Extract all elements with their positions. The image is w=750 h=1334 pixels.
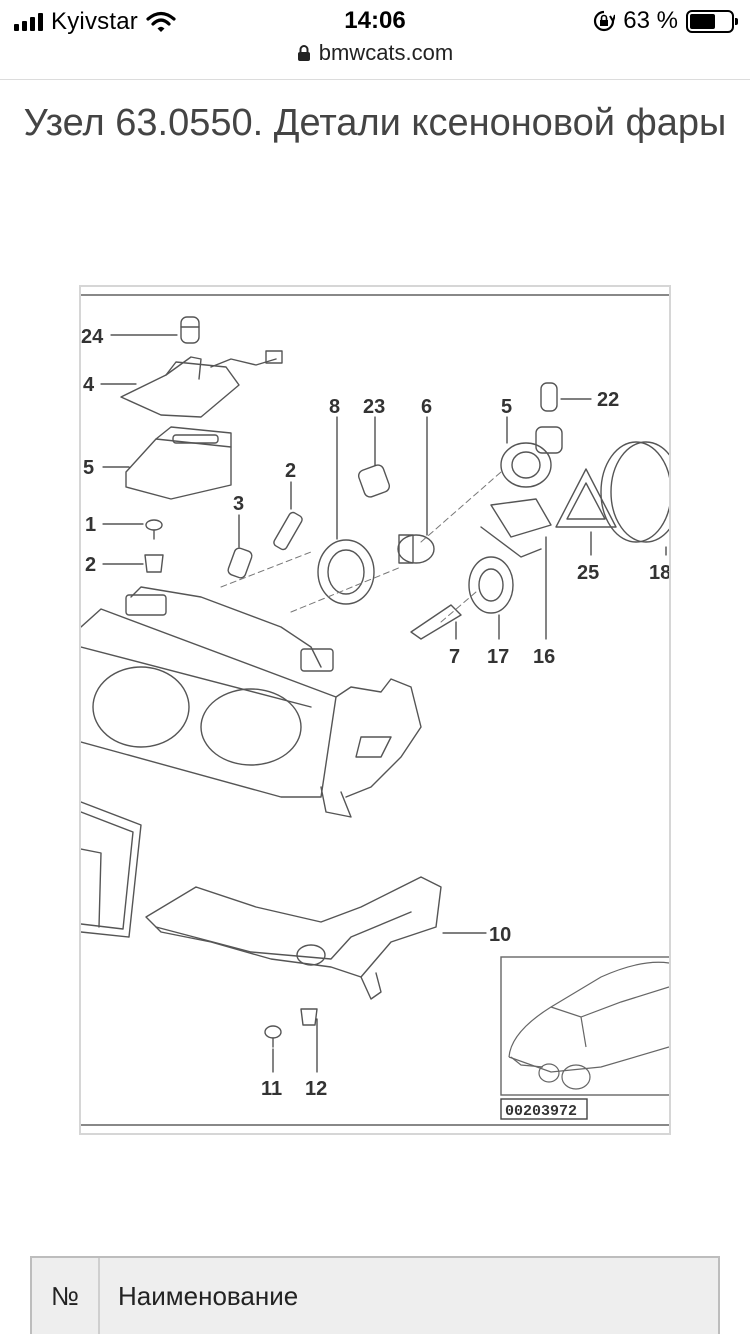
address-bar-divider (0, 79, 750, 80)
column-header-number: № (32, 1258, 100, 1334)
battery-percent: 63 % (623, 7, 678, 34)
callout-12: 12 (305, 1078, 327, 1100)
headlight-housing (81, 586, 422, 818)
callout-22: 22 (597, 389, 619, 411)
part-4-bracket (120, 350, 283, 418)
orientation-lock-icon (594, 10, 616, 32)
callout-4: 4 (83, 374, 95, 396)
part-10-lower-bracket (145, 876, 442, 1000)
callout-23: 23 (363, 396, 385, 418)
lock-icon (297, 45, 310, 61)
callout-5-right: 5 (501, 396, 512, 418)
parts-table-header: № Наименование (30, 1256, 720, 1334)
callout-7: 7 (449, 646, 460, 668)
inset-car-thumbnail: 00203972 (500, 956, 669, 1120)
part-5-ballast (125, 426, 232, 500)
callout-5-left: 5 (83, 457, 94, 479)
part-12-clip (300, 1008, 318, 1026)
part-25-warning-label (555, 468, 617, 528)
parts-diagram: 24 4 5 1 2 3 2 8 23 6 5 22 25 18 7 17 16… (79, 285, 671, 1135)
part-17-cap (468, 556, 514, 614)
callout-11: 11 (261, 1078, 282, 1100)
callout-3: 3 (233, 493, 244, 515)
part-18-ring (600, 441, 669, 543)
callout-10: 10 (489, 924, 511, 946)
battery-icon (686, 9, 738, 33)
status-left: Kyivstar (14, 8, 176, 36)
callout-1: 1 (85, 514, 96, 536)
part-1-screw (145, 519, 163, 540)
image-code: 00203972 (505, 1103, 577, 1120)
part-7-bulb (410, 604, 462, 640)
wifi-icon (146, 11, 176, 32)
status-time: 14:06 (344, 7, 406, 34)
part-2-socket (273, 511, 303, 551)
callout-8: 8 (329, 396, 340, 418)
callout-17: 17 (487, 646, 509, 668)
address-bar[interactable]: bmwcats.com (0, 40, 750, 80)
signal-icon (14, 13, 43, 31)
callout-24: 24 (81, 326, 104, 348)
column-header-name: Наименование (118, 1280, 299, 1311)
gasket-frame (81, 801, 142, 938)
part-3-bulb (227, 547, 253, 579)
part-16-module (480, 498, 552, 558)
callout-18: 18 (649, 562, 669, 584)
status-bar: Kyivstar 14:06 63 % (0, 0, 750, 40)
headlight-exploded-view: 24 4 5 1 2 3 2 8 23 6 5 22 25 18 7 17 16… (81, 294, 669, 1126)
callout-25: 25 (577, 562, 599, 584)
part-8-ring (317, 539, 375, 605)
carrier-name: Kyivstar (51, 8, 138, 35)
callout-6: 6 (421, 396, 432, 418)
part-6-bulb (397, 534, 435, 564)
status-right: 63 % (593, 7, 738, 35)
page-title: Узел 63.0550. Детали ксеноновой фары (23, 102, 727, 144)
part-11-screw (264, 1025, 282, 1048)
callout-2-center: 2 (285, 460, 296, 482)
callout-16: 16 (533, 646, 555, 668)
part-23-cap (357, 464, 391, 498)
battery-fill (690, 13, 716, 29)
part-22-connector (540, 382, 558, 412)
part-5-ignitor (500, 426, 563, 488)
callout-2-left: 2 (85, 554, 96, 576)
part-2-clip (144, 554, 164, 573)
part-24-connector (180, 316, 200, 344)
url-text: bmwcats.com (318, 40, 454, 65)
